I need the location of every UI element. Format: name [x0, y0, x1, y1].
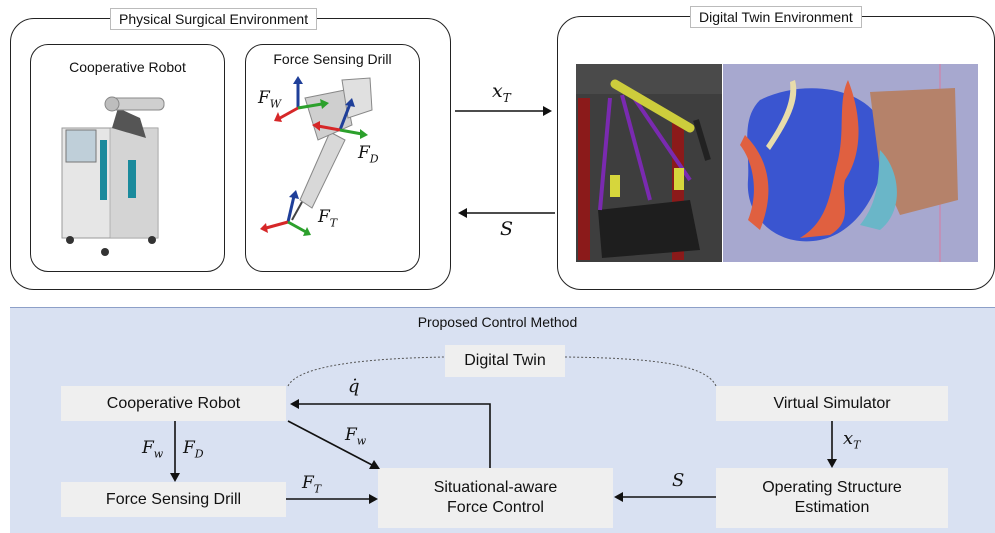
label-qdot: q̇ [348, 376, 360, 397]
label-fw-diagonal: Fw [345, 425, 367, 448]
operating-structure-box: Operating Structure Estimation [716, 468, 948, 528]
operating-line: Operating Structure Estimation [762, 479, 902, 516]
arrow-xt-head [543, 106, 552, 116]
label-s-top: S [500, 218, 514, 240]
label-fw: FW [258, 88, 282, 111]
sim-base [598, 200, 700, 258]
digital-environment-title: Digital Twin Environment [690, 6, 862, 28]
anatomy-structure [860, 150, 897, 230]
label-xt-top: xT [492, 80, 511, 105]
force-drill-title: Force Sensing Drill [273, 51, 392, 67]
robot-wheel [66, 236, 74, 244]
robot-joint [104, 96, 120, 112]
virtual-simulator-box: Virtual Simulator [716, 386, 948, 421]
arrow-qdot [296, 403, 491, 468]
label-s-control: S [672, 470, 685, 491]
frame-d-axes [312, 98, 368, 139]
situational-force-control-box: Situational-aware Force Control [378, 468, 613, 528]
anatomy-nerve [766, 80, 797, 150]
digital-twin-box: Digital Twin [445, 345, 565, 377]
label-ft-control: FT [302, 473, 322, 496]
sim-arm [610, 79, 695, 133]
cooperative-robot-title: Cooperative Robot [69, 59, 186, 75]
sim-drill [693, 119, 711, 161]
arrow-fw-diagonal [287, 420, 375, 467]
situational-line: Situational-aware Force Control [433, 479, 558, 516]
force-sensing-drill-box: Force Sensing Drill [61, 482, 286, 517]
label-fd: FD [358, 143, 379, 166]
control-method-title: Proposed Control Method [417, 314, 578, 330]
label-ft: FT [318, 207, 338, 230]
arrow-s-head [458, 208, 467, 218]
label-xt-control: xT [843, 428, 861, 452]
anatomy-vessel [800, 80, 859, 238]
robot-arm-base [112, 108, 146, 138]
dotted-link-left [287, 356, 446, 387]
cooperative-robot-box: Cooperative Robot [61, 386, 286, 421]
dotted-link-right [564, 356, 717, 387]
sim-pillar-left [578, 98, 590, 260]
robot-handle-right [128, 160, 136, 198]
frame-t-axes [260, 190, 311, 236]
label-fd-control: FD [183, 438, 204, 461]
robot-wheel [101, 248, 109, 256]
label-fw-fd: Fw [142, 438, 164, 461]
robot-handle-left [100, 140, 107, 200]
frame-w-axes [274, 76, 329, 122]
robot-screen [65, 129, 97, 163]
robot-wheel [148, 236, 156, 244]
physical-environment-title: Physical Surgical Environment [110, 8, 318, 30]
